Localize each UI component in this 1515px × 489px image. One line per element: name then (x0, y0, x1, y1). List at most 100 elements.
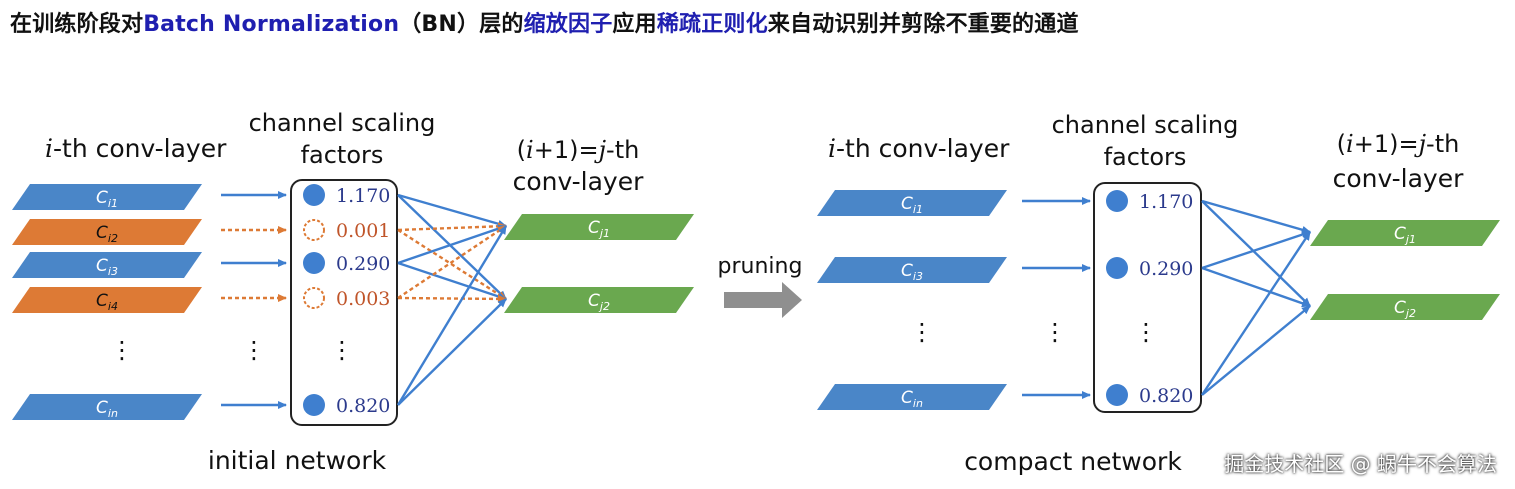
right-connection (1201, 305, 1311, 396)
right-caption: compact network (964, 447, 1182, 476)
left-channel-plane-shape (12, 219, 202, 245)
left-factor-value: 0.001 (336, 220, 390, 242)
left-factor-value: 0.290 (336, 253, 390, 275)
left-channel-plane-shape (12, 394, 202, 420)
right-ellipsis-layers: ⋮ (910, 318, 934, 346)
left-output-plane-label: Cj2 (588, 291, 610, 313)
left-channel-plane-label: Ci4 (96, 291, 118, 313)
right-connection (1201, 200, 1311, 307)
left-connection (397, 222, 507, 232)
right-channel-plane-shape (817, 384, 1007, 410)
right-channel-plane-shape (817, 257, 1007, 283)
factor-dot-icon (1106, 190, 1128, 212)
right-input-arrows (1022, 197, 1091, 399)
left-next-header-line2: conv-layer (513, 167, 644, 196)
title-part: 应用 (612, 12, 657, 37)
left-output-plane: Cj2 (504, 287, 694, 313)
left-factors: 1.170 0.001 0.290 0.003 0.820 (303, 184, 390, 417)
left-channel-plane-label: Ci2 (96, 223, 118, 245)
title-part: 稀疏正则化 (656, 12, 768, 37)
left-connection (397, 194, 507, 300)
left-scaling-header-line1: channel scaling (249, 109, 436, 137)
left-channel-plane-label: Ci1 (96, 188, 118, 210)
right-channel-plane: Ci1 (817, 190, 1007, 216)
left-connection (397, 224, 507, 265)
left-factor-value: 0.003 (336, 288, 390, 310)
page-title: 在训练阶段对Batch Normalization（BN）层的缩放因子应用稀疏正… (10, 6, 1079, 38)
right-channel-plane-label: Ci1 (901, 194, 923, 216)
factor-dot-icon (1106, 384, 1128, 406)
right-factor-box (1093, 182, 1202, 413)
left-output-plane-shape (504, 287, 694, 313)
pruned-factor-icon (303, 287, 325, 309)
right-output-plane-shape (1310, 220, 1500, 246)
left-next-header-line1: (i+1)=j-th (517, 136, 640, 164)
right-channel-plane-label: Ci3 (901, 261, 923, 283)
right-connections (1200, 199, 1312, 396)
left-channel-plane-shape (12, 287, 202, 313)
left-channel-plane-shape (12, 252, 202, 278)
left-output-plane: Cj1 (504, 214, 694, 240)
right-output-plane: Cj2 (1310, 294, 1500, 320)
left-scaling-header-line2: factors (301, 141, 384, 169)
left-caption: initial network (208, 446, 387, 475)
watermark: 掘金技术社区 @ 蜗牛不会算法 (1224, 452, 1497, 476)
right-output-plane-label: Cj2 (1394, 298, 1416, 320)
left-factor-value: 0.820 (336, 395, 390, 417)
left-connection (397, 294, 507, 303)
right-factor-value: 1.170 (1139, 191, 1193, 213)
right-channel-plane-shape (817, 190, 1007, 216)
title-part: （BN）层的 (399, 12, 524, 37)
pruning-arrow-icon (724, 282, 802, 318)
left-factor-value: 1.170 (336, 185, 390, 207)
left-channel-plane: Ci2 (12, 219, 202, 245)
title-part: Batch Normalization (143, 12, 400, 37)
right-layer-header: i-th conv-layer (828, 134, 1010, 163)
right-output-plane-shape (1310, 294, 1500, 320)
right-output-plane-label: Cj1 (1394, 224, 1416, 246)
right-connection (1200, 231, 1312, 396)
left-connection (397, 225, 507, 299)
left-connection (396, 225, 508, 406)
left-ellipsis-layers: ⋮ (110, 336, 134, 364)
left-ellipsis-arrows: ⋮ (242, 336, 266, 364)
factor-dot-icon (1106, 257, 1128, 279)
factor-dot-icon (303, 252, 325, 274)
left-channel-plane-label: Ci3 (96, 256, 118, 278)
left-channel-plane: Ci1 (12, 184, 202, 210)
left-connection (397, 261, 507, 301)
right-channel-plane: Ci3 (817, 257, 1007, 283)
right-channel-plane-label: Cin (901, 388, 923, 410)
left-ellipsis-factors: ⋮ (330, 336, 354, 364)
right-scaling-header-line1: channel scaling (1052, 111, 1239, 139)
left-channel-plane: Ci3 (12, 252, 202, 278)
right-output-plane: Cj1 (1310, 220, 1500, 246)
left-connection (397, 193, 507, 228)
right-connection (1201, 199, 1311, 234)
left-connection (397, 298, 507, 406)
left-connections (396, 193, 508, 406)
left-input-arrows (221, 191, 287, 409)
right-ellipsis-arrows: ⋮ (1043, 318, 1067, 346)
title-part: 来自动识别并剪除不重要的通道 (767, 12, 1079, 37)
factor-dot-icon (303, 184, 325, 206)
title-part: 在训练阶段对 (10, 12, 144, 37)
right-next-header-line2: conv-layer (1333, 164, 1464, 193)
left-channel-plane-label: Cin (96, 398, 118, 420)
right-channel-plane: Cin (817, 384, 1007, 410)
right-connection (1201, 230, 1311, 270)
right-scaling-header-line2: factors (1104, 143, 1187, 171)
left-layer-header: i-th conv-layer (45, 134, 227, 163)
right-factor-value: 0.820 (1139, 385, 1193, 407)
factor-dot-icon (303, 394, 325, 416)
pruning-label: pruning (718, 254, 803, 279)
left-output-plane-shape (504, 214, 694, 240)
right-factor-value: 0.290 (1139, 258, 1193, 280)
right-ellipsis-factors: ⋮ (1134, 318, 1158, 346)
left-factor-box (290, 179, 398, 426)
